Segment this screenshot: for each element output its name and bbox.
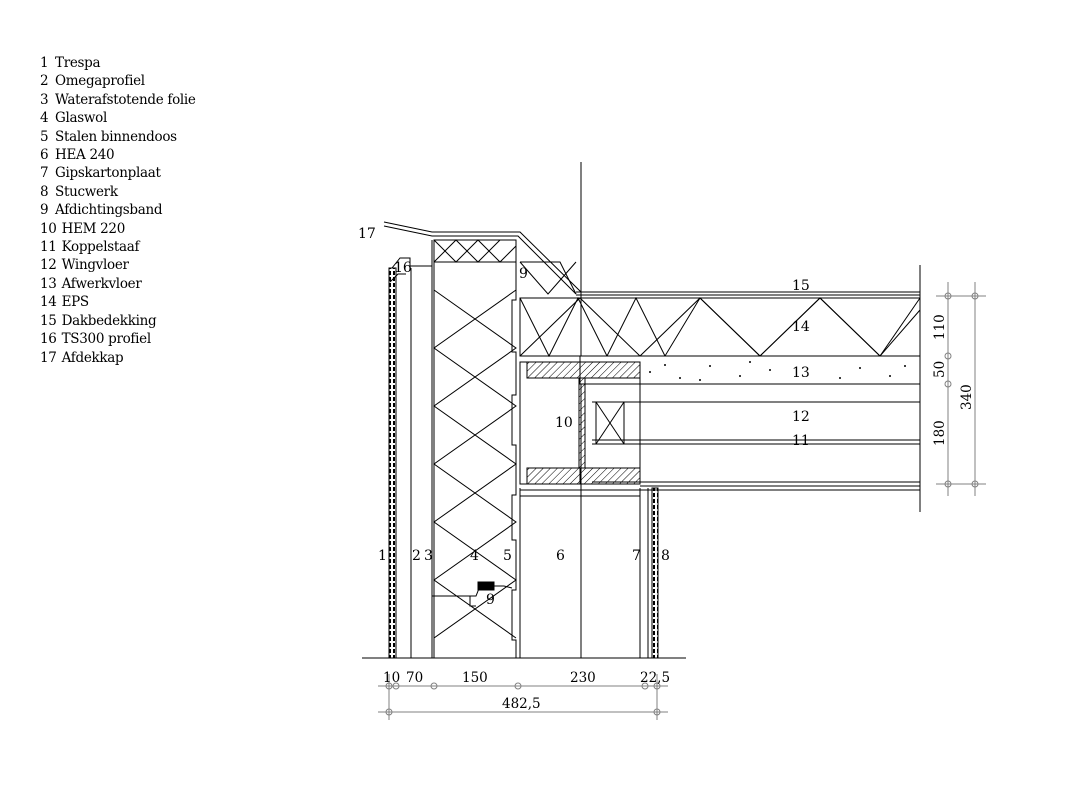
trespa-panel	[388, 267, 397, 659]
callout-16: 16	[394, 260, 412, 276]
dim-label: 110	[932, 314, 948, 340]
dimension-lines	[378, 282, 986, 720]
dim-label: 230	[570, 670, 596, 686]
steel-inner-box	[511, 240, 517, 658]
dim-label: 180	[932, 420, 948, 446]
callout-4: 4	[470, 548, 479, 564]
callout-14: 14	[792, 319, 810, 335]
callout-15: 15	[792, 278, 810, 294]
callout-9b: 9	[486, 592, 495, 608]
callout-8: 8	[661, 548, 670, 564]
glaswol-insulation	[433, 261, 517, 639]
callout-3: 3	[424, 548, 433, 564]
callout-10: 10	[555, 415, 573, 431]
callout-13: 13	[792, 365, 810, 381]
callout-11: 11	[792, 433, 810, 449]
dim-label: 50	[932, 361, 948, 378]
ts300-profile	[391, 257, 432, 269]
dim-label: 10	[383, 670, 400, 686]
hea240-column	[519, 488, 641, 658]
dim-label: 22,5	[640, 670, 670, 686]
dim-total: 482,5	[502, 696, 541, 712]
callout-6: 6	[556, 548, 565, 564]
callout-2: 2	[412, 548, 421, 564]
dim-total-right: 340	[959, 384, 975, 410]
dim-label: 150	[462, 670, 488, 686]
hem220-beam	[519, 361, 641, 485]
callout-12: 12	[792, 409, 810, 425]
callout-labels: 17 16 9 15 14 13 12 11 10 1 2 3 4 5 6 7 …	[358, 226, 810, 608]
callout-17: 17	[358, 226, 376, 242]
dimension-labels: 10 70 150 230 22,5 482,5 110 50 180 340	[383, 314, 975, 712]
callout-1: 1	[378, 548, 387, 564]
callout-5: 5	[503, 548, 512, 564]
callout-7: 7	[632, 548, 641, 564]
stucwerk	[651, 487, 659, 659]
dim-label: 70	[406, 670, 423, 686]
callout-9a: 9	[519, 266, 528, 282]
